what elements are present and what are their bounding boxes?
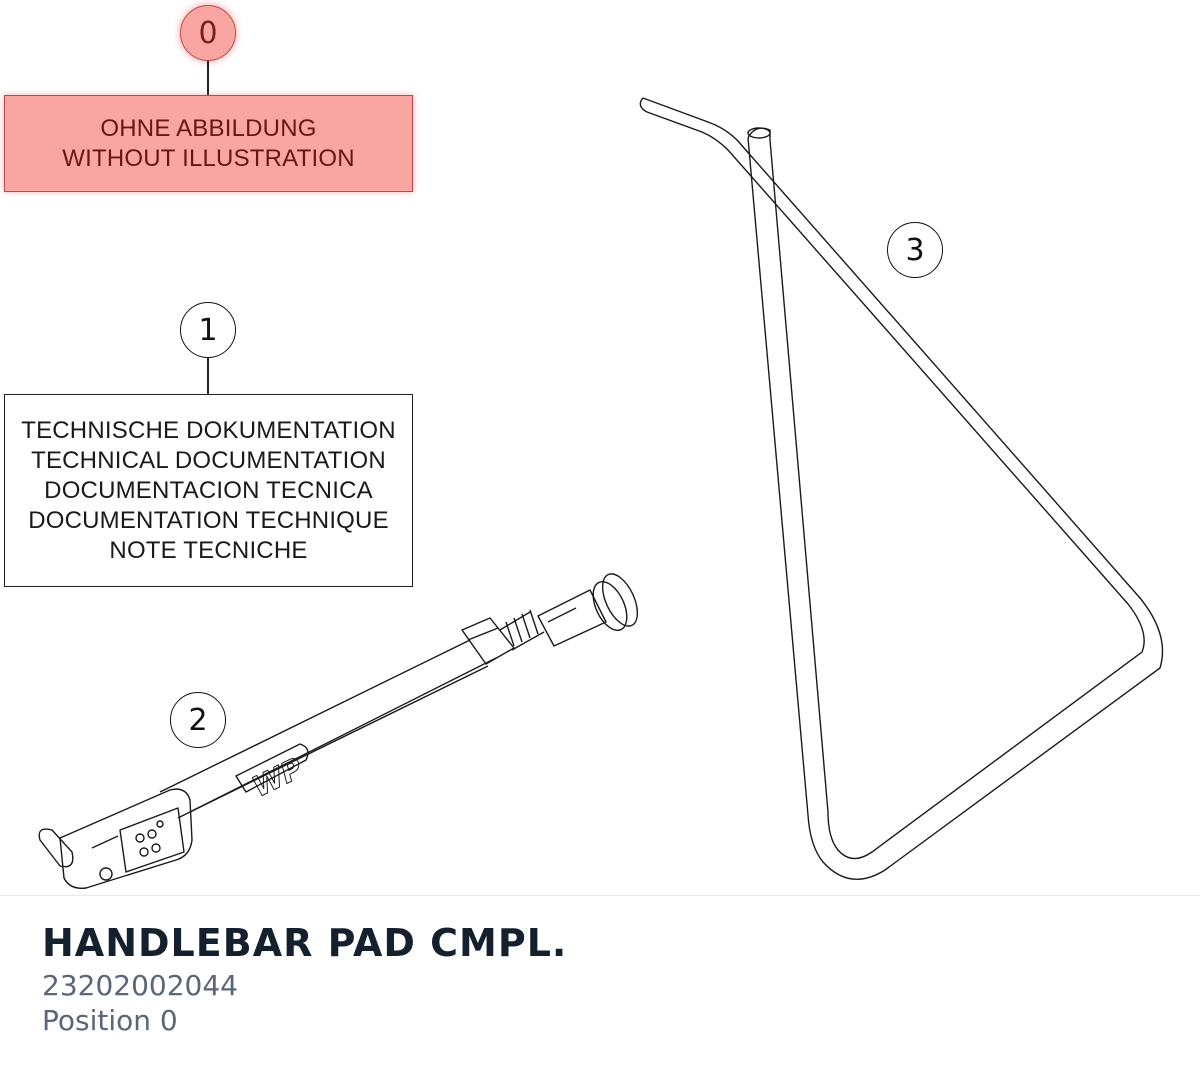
callout-0-number: 0 [198, 15, 218, 51]
callout-0[interactable]: 0 [180, 5, 236, 61]
callout-1-leader-line [207, 358, 209, 394]
part-2-handlebar-pad-drawing: WP [38, 573, 639, 889]
without-illustration-box[interactable]: OHNE ABBILDUNG WITHOUT ILLUSTRATION [4, 95, 413, 192]
technical-documentation-line-2: TECHNICAL DOCUMENTATION [31, 446, 386, 474]
part-number: 23202002044 [42, 969, 238, 1002]
part-position: Position 0 [42, 1004, 178, 1037]
callout-3-number: 3 [905, 232, 925, 268]
callout-1[interactable]: 1 [180, 302, 236, 358]
part-title: HANDLEBAR PAD CMPL. [42, 921, 568, 965]
without-illustration-line-2: WITHOUT ILLUSTRATION [62, 144, 355, 172]
technical-documentation-box[interactable]: TECHNISCHE DOKUMENTATION TECHNICAL DOCUM… [4, 394, 413, 587]
callout-3[interactable]: 3 [887, 222, 943, 278]
technical-documentation-line-4: DOCUMENTATION TECHNIQUE [28, 506, 389, 534]
callout-1-number: 1 [198, 312, 218, 348]
callout-0-leader-line [207, 61, 209, 95]
callout-2-number: 2 [188, 702, 208, 738]
without-illustration-line-1: OHNE ABBILDUNG [100, 114, 317, 142]
part-3-stand-drawing [639, 97, 1164, 880]
footer-divider [0, 895, 1200, 896]
technical-documentation-line-3: DOCUMENTACION TECNICA [44, 476, 373, 504]
technical-documentation-line-5: NOTE TECNICHE [109, 536, 308, 564]
callout-2[interactable]: 2 [170, 692, 226, 748]
exploded-parts-diagram: WP [38, 97, 1164, 889]
technical-documentation-line-1: TECHNISCHE DOKUMENTATION [21, 416, 396, 444]
part-info-footer: HANDLEBAR PAD CMPL. 23202002044 Position… [42, 918, 567, 1038]
